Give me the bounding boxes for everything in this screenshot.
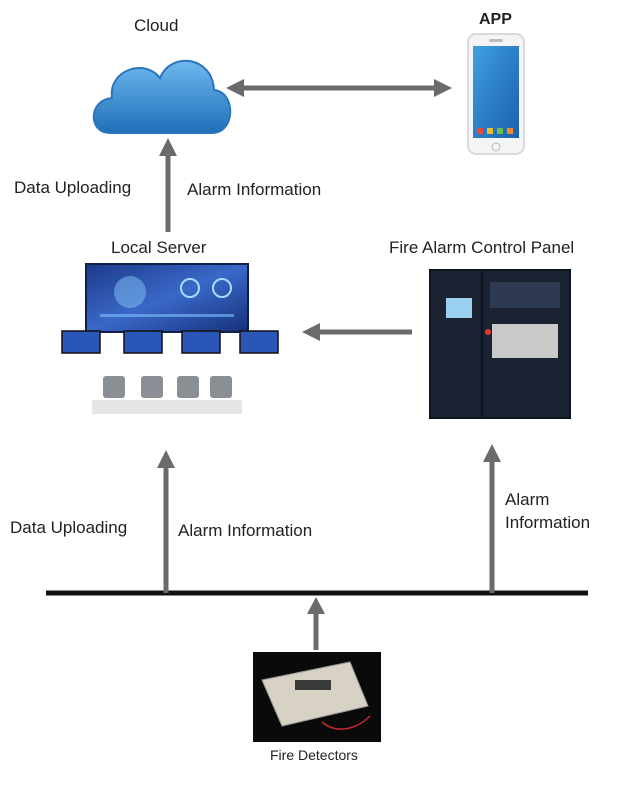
edge-label-alarm-info-bottom: Alarm Information [178,521,313,540]
phone-icon [467,33,525,155]
cloud-label: Cloud [134,16,179,35]
edge-label-alarm-info-top: Alarm Information [187,180,322,199]
arrow-server-to-cloud [159,138,177,232]
arrow-panel-to-server [302,323,412,341]
arrow-cloud-app [226,79,452,97]
edge-label-alarm-panel-line1: Alarm [505,490,550,509]
arrow-bus-to-panel [483,444,501,593]
local-server-image [61,263,279,414]
fire-detectors-label: Fire Detectors [270,747,358,763]
app-label: APP [479,11,512,28]
fire-detector-image [253,652,381,742]
arrow-detectors-to-bus [307,597,325,650]
edge-label-alarm-panel-line2: Information [505,513,591,532]
fire-panel-label: Fire Alarm Control Panel [389,238,575,257]
arrow-bus-to-server [157,450,175,593]
cloud-icon [92,59,232,134]
edge-label-data-uploading-bottom: Data Uploading [10,518,128,537]
edge-label-data-uploading-top: Data Uploading [14,178,132,197]
fire-panel-image [429,269,571,419]
local-server-label: Local Server [111,238,207,257]
